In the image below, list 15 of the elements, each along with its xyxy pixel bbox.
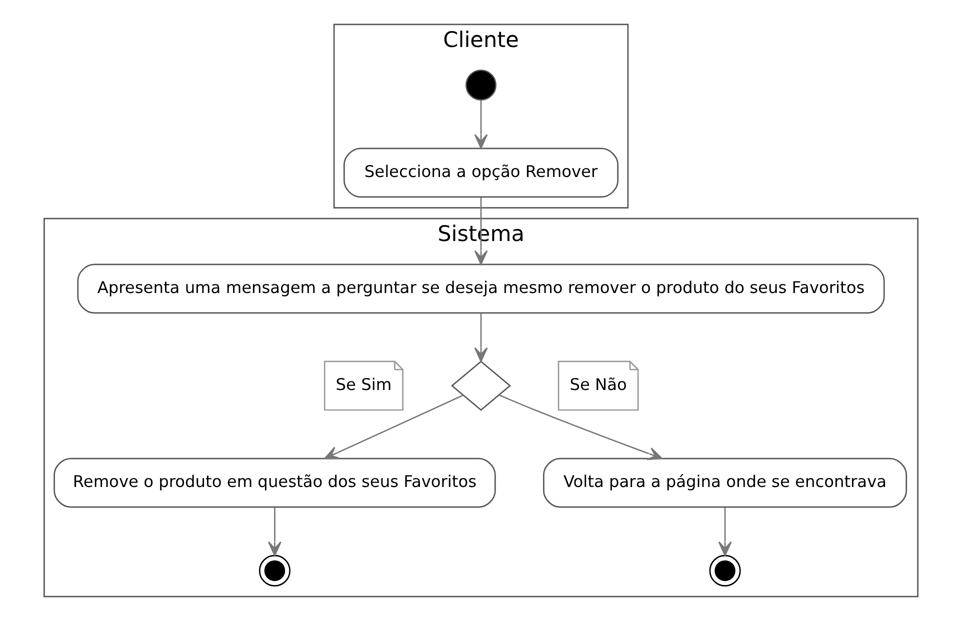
arrow <box>718 507 732 556</box>
node-circle <box>258 554 290 586</box>
node-circle <box>465 70 496 101</box>
node-circle <box>708 554 740 586</box>
arrow <box>324 394 463 460</box>
node-box: Apresenta uma mensagem a perguntar se deseja mesmo remover o produto do seus Favoritos <box>76 264 884 314</box>
arrow <box>474 100 488 149</box>
arrow <box>498 394 662 460</box>
node-box: Selecciona a opção Remover <box>342 148 618 198</box>
arrow <box>474 198 488 265</box>
arrow <box>267 507 281 556</box>
node-diamond <box>450 360 511 411</box>
arrow <box>474 313 488 362</box>
node-box: Volta para a página onde se encontrava <box>542 458 907 508</box>
node-box: Remove o produto em questão dos seus Favoritos <box>53 458 496 508</box>
